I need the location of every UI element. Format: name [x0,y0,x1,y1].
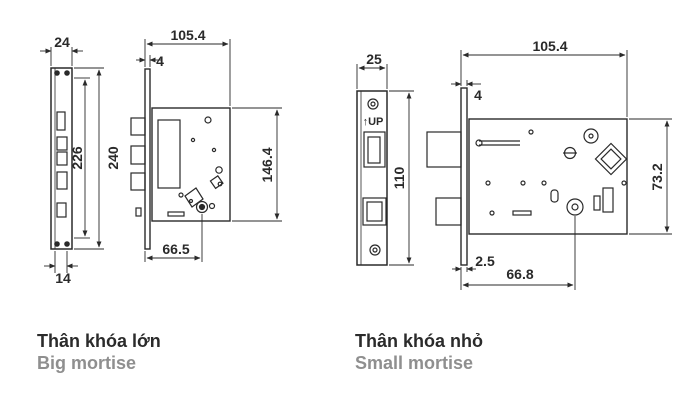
dimension-lines-big-faceplate [40,47,104,273]
small-body-length-label: 105.4 [532,38,567,54]
big-faceplate-width-label: 24 [54,34,70,50]
small-faceplate-height-label: 110 [391,166,407,189]
big-body-height-label: 146.4 [259,147,275,182]
big-mortise-caption-vn: Thân khóa lớn [37,331,161,351]
big-mortise-body [130,68,231,250]
small-mortise-faceplate [356,90,388,266]
big-faceplate-bottom-width-label: 14 [55,270,71,286]
dimension-lines-small-faceplate [356,64,414,266]
big-body-length-label: 105.4 [170,27,205,43]
dimension-lines-big-body [136,39,282,262]
big-mortise-caption-en: Big mortise [37,352,137,373]
small-body-backset-label: 66.8 [506,266,533,282]
small-body-height-label: 73.2 [649,163,665,190]
big-mortise-faceplate [50,67,73,250]
small-faceplate-up-label: ↑UP [363,116,384,128]
small-mortise-body [426,87,628,266]
small-mortise-caption-vn: Thân khóa nhỏ [355,331,483,351]
big-faceplate-height-inner-label: 226 [69,146,85,170]
small-mortise-caption-en: Small mortise [355,352,474,373]
big-faceplate-height-outer-label: 240 [105,146,121,170]
big-body-thickness-label: 4 [156,53,164,69]
small-faceplate-width-label: 25 [366,51,382,67]
big-body-backset-label: 66.5 [162,241,189,257]
dimension-lines-small-body [451,50,672,290]
big-mortise-caption: Thân khóa lớn Big mortise [37,331,161,374]
small-body-offset-label: 2.5 [475,253,495,269]
small-body-thickness-label: 4 [474,87,482,103]
small-mortise-caption: Thân khóa nhỏ Small mortise [355,331,483,374]
